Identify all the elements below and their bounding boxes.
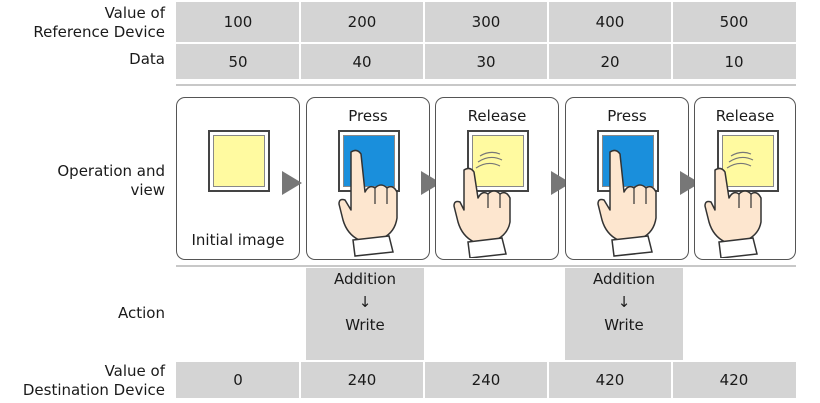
column-separator (423, 362, 425, 398)
data-cell: 20 (600, 52, 620, 71)
data-row: 50 40 30 20 10 (176, 44, 796, 79)
column-separator (671, 2, 673, 42)
label-reference-device: Value of Reference Device (33, 4, 165, 42)
operation-panel-press: Press (306, 97, 430, 260)
column-separator (547, 44, 549, 79)
operation-panel-initial: Initial image (176, 97, 300, 260)
action-line2: Write (345, 316, 385, 334)
data-cell: 40 (352, 52, 372, 71)
reference-cell: 100 (223, 13, 253, 31)
label-reference-line1: Value of (104, 4, 165, 22)
data-cell: 30 (476, 52, 496, 71)
label-destination-line2: Destination Device (22, 381, 165, 399)
panel-caption: Press (348, 107, 388, 125)
action-cell-addition-write: Addition ↓ Write (565, 268, 683, 360)
label-operation-line2: view (130, 181, 165, 199)
action-line2: Write (604, 316, 644, 334)
column-separator (423, 44, 425, 79)
push-button-icon (338, 130, 400, 192)
hand-pointer-icon (704, 151, 762, 258)
reference-cell: 200 (347, 13, 377, 31)
push-button-icon (717, 130, 779, 192)
column-separator (299, 44, 301, 79)
column-separator (547, 2, 549, 42)
column-separator (299, 2, 301, 42)
label-destination-line1: Value of (104, 362, 165, 380)
operation-panel-press: Press (565, 97, 689, 260)
reference-row: 100 200 300 400 500 (176, 2, 796, 42)
panel-caption: Release (715, 107, 775, 125)
panel-caption: Press (607, 107, 647, 125)
destination-cell: 240 (471, 371, 501, 389)
hand-pointer-icon (338, 149, 398, 257)
push-button-icon (467, 130, 529, 192)
data-cell: 10 (724, 52, 744, 71)
action-cell-addition-write: Addition ↓ Write (306, 268, 424, 360)
destination-cell: 0 (233, 371, 243, 389)
destination-cell: 420 (595, 371, 625, 389)
label-destination-device: Value of Destination Device (23, 362, 165, 400)
label-reference-line2: Reference Device (33, 23, 165, 41)
label-data: Data (129, 50, 165, 68)
label-action: Action (118, 304, 165, 322)
action-arrow: ↓ (617, 293, 631, 311)
action-line1: Addition (593, 270, 655, 288)
divider (176, 265, 796, 267)
column-separator (671, 44, 673, 79)
column-separator (547, 362, 549, 398)
operation-panel-release: Release (435, 97, 559, 260)
operation-panel-release: Release (694, 97, 796, 260)
destination-row: 0 240 240 420 420 (176, 362, 796, 398)
hand-pointer-icon (453, 151, 511, 258)
panel-caption: Initial image (191, 231, 285, 249)
column-separator (423, 2, 425, 42)
push-button-icon (208, 130, 270, 192)
label-operation-line1: Operation and (57, 162, 165, 180)
reference-cell: 500 (719, 13, 749, 31)
step-arrow-icon (282, 171, 302, 195)
hand-pointer-icon (597, 149, 657, 257)
divider (176, 84, 796, 86)
destination-cell: 240 (347, 371, 377, 389)
data-cell: 50 (228, 52, 248, 71)
column-separator (299, 362, 301, 398)
panel-caption: Release (467, 107, 527, 125)
column-separator (671, 362, 673, 398)
action-line1: Addition (334, 270, 396, 288)
reference-cell: 300 (471, 13, 501, 31)
destination-cell: 420 (719, 371, 749, 389)
action-arrow: ↓ (358, 293, 372, 311)
label-operation: Operation and view (57, 162, 165, 200)
reference-cell: 400 (595, 13, 625, 31)
